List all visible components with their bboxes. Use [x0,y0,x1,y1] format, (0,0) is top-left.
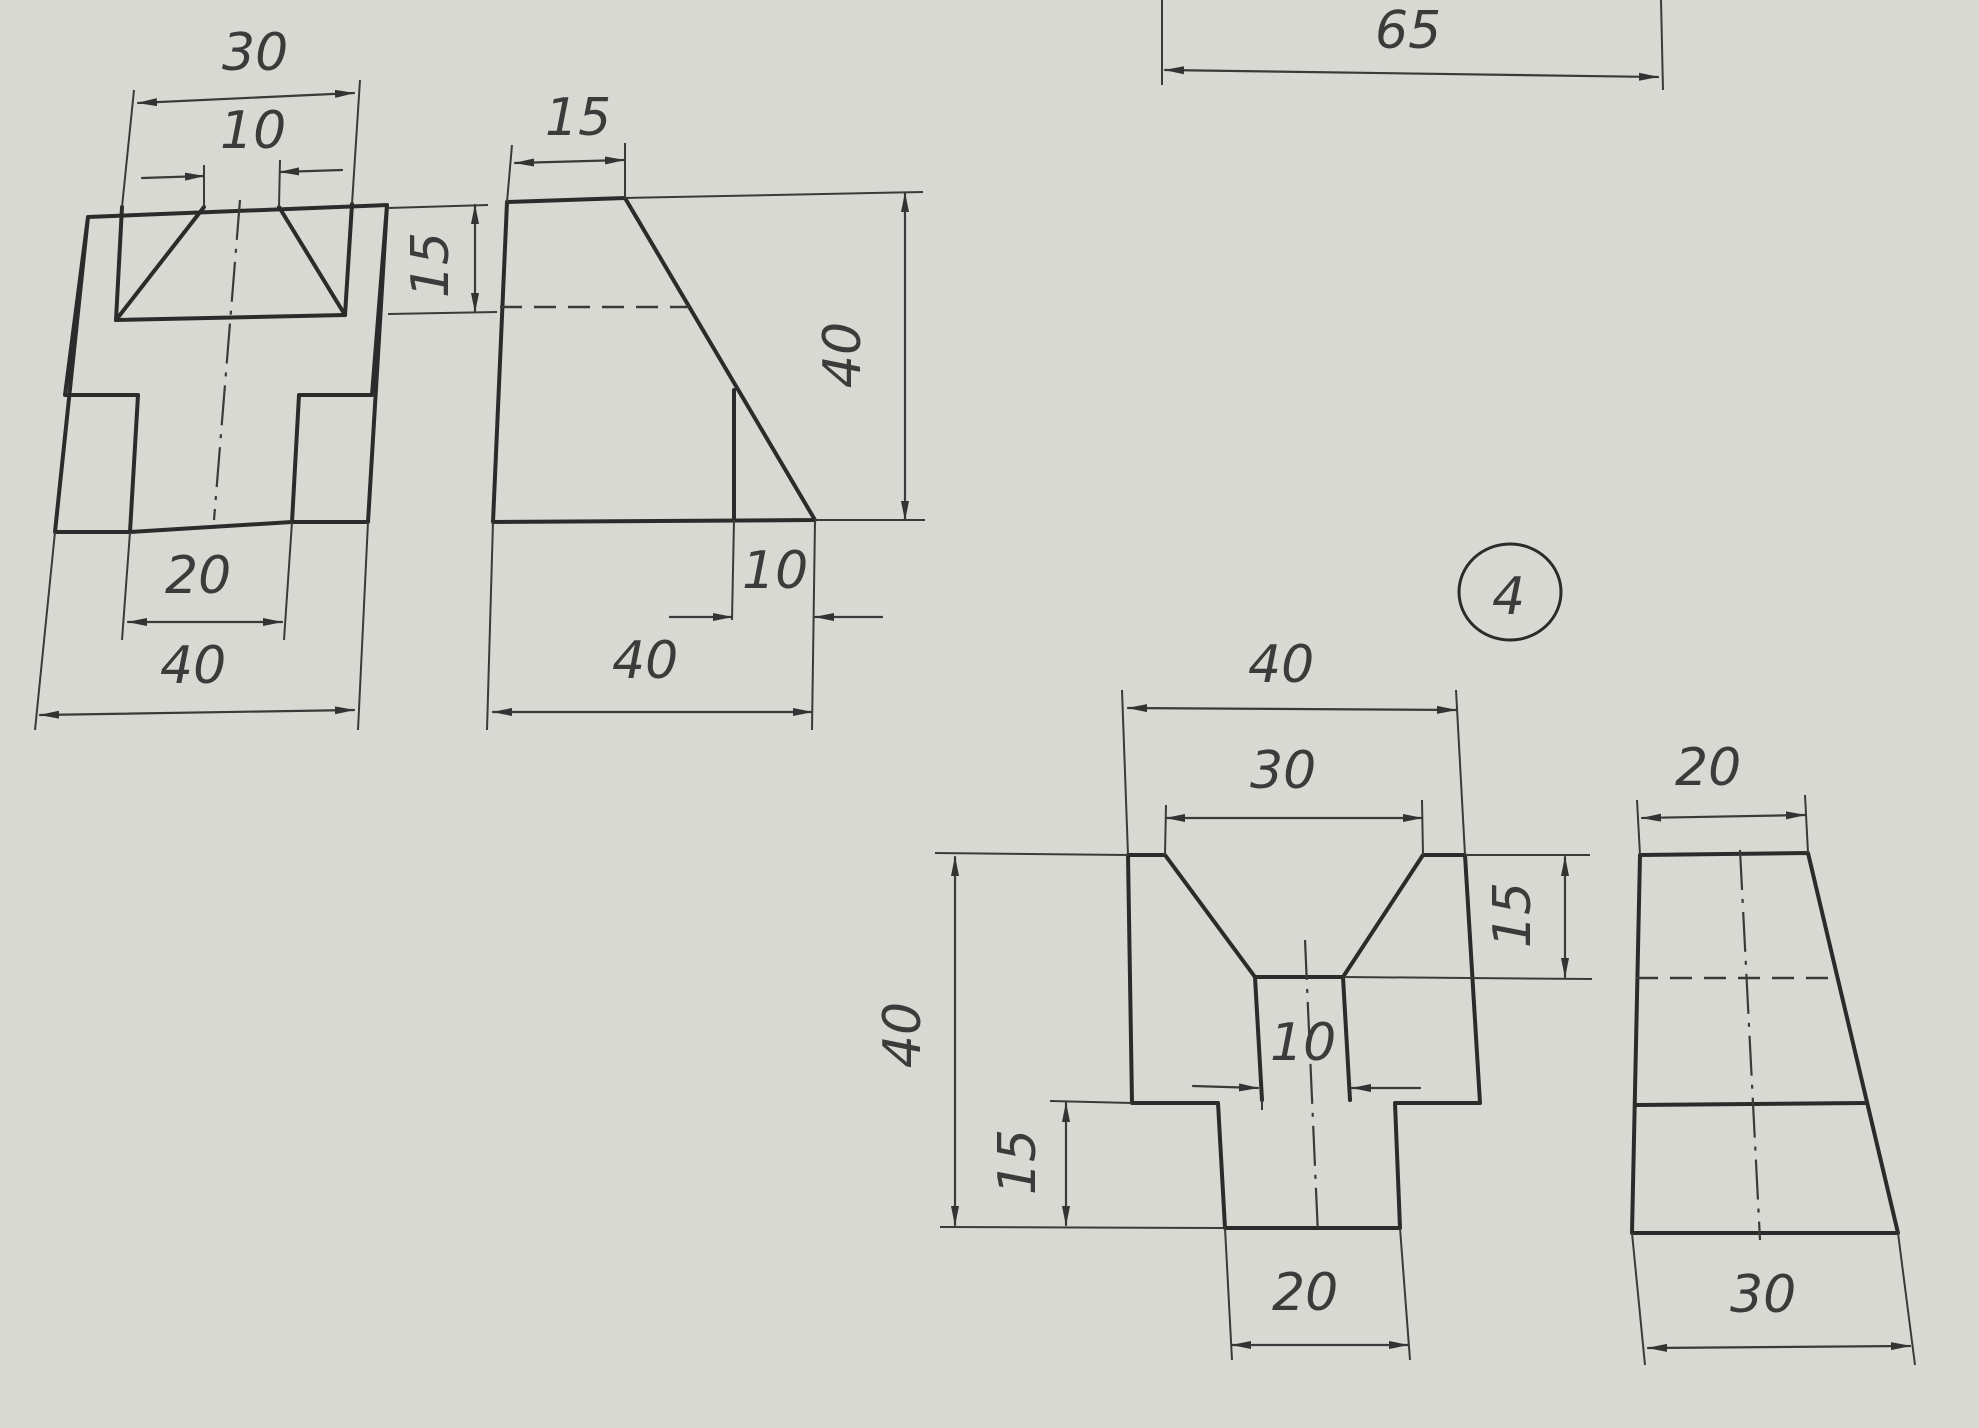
label-v3-10: 10 [1270,1013,1336,1073]
label-v1-30: 30 [222,23,288,83]
label-v3-15-right: 15 [1483,882,1543,948]
label-65: 65 [1375,1,1441,61]
label-v2-15: 15 [401,232,461,298]
label-v3-15-left: 15 [988,1129,1048,1195]
label-v4-20: 20 [1675,738,1741,798]
view-front-3: 40 30 40 15 10 15 20 [873,635,1593,1361]
label-v2-top-15: 15 [545,88,611,148]
view-front-1: 30 10 20 40 [34,23,389,731]
label-v3-20: 20 [1272,1263,1338,1323]
label-v1-20: 20 [165,546,231,606]
label-v4-30: 30 [1730,1265,1796,1325]
view-side-2: 15 15 40 10 40 [387,88,925,731]
label-problem-4: 4 [1492,567,1525,627]
label-v1-10: 10 [220,101,286,161]
label-v1-40: 40 [160,636,226,696]
label-v3-40-height: 40 [873,1002,933,1068]
label-v2-10: 10 [742,541,808,601]
label-v2-40-bottom: 40 [612,631,678,691]
view-side-4: 20 30 [1630,738,1916,1366]
label-v3-30: 30 [1250,741,1316,801]
problem-number-badge: 4 [1457,542,1563,642]
label-v2-40: 40 [813,322,873,388]
dim-top-65: 65 [1161,0,1664,91]
label-v3-40: 40 [1248,635,1314,695]
